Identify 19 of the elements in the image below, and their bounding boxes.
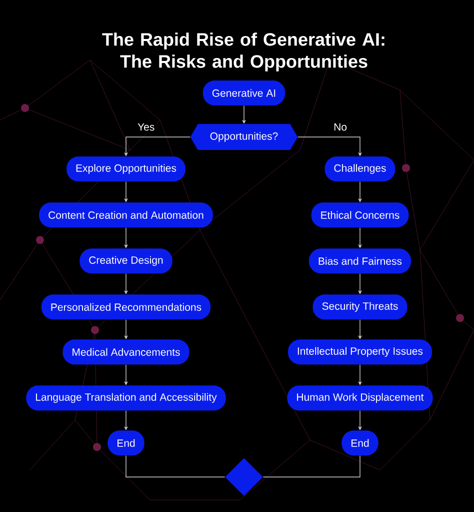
- process-box: End: [342, 430, 378, 456]
- edge-label: No: [332, 122, 348, 132]
- process-box: Language Translation and Accessibility: [26, 386, 226, 410]
- process-box: End: [108, 430, 144, 456]
- decision-hexagon: Opportunities?: [190, 124, 298, 150]
- process-box: Personalized Recommendations: [41, 294, 211, 320]
- process-box: Generative AI: [202, 80, 286, 106]
- process-box: Challenges: [324, 156, 396, 182]
- edge-label: Yes: [136, 122, 156, 132]
- process-box: Medical Advancements: [62, 340, 190, 364]
- process-box: Intellectual Property Issues: [288, 340, 432, 364]
- process-box: Content Creation and Automation: [39, 202, 213, 228]
- process-box: Ethical Concerns: [311, 202, 409, 228]
- process-box: Bias and Fairness: [308, 248, 411, 274]
- title: The Rapid Rise of Generative AI: The Risks and Opportunities: [102, 32, 384, 72]
- decision-diamond: [225, 458, 263, 496]
- process-box: Human Work Displacement: [287, 386, 433, 410]
- process-box: Creative Design: [80, 248, 172, 274]
- process-box: Explore Opportunities: [66, 156, 186, 182]
